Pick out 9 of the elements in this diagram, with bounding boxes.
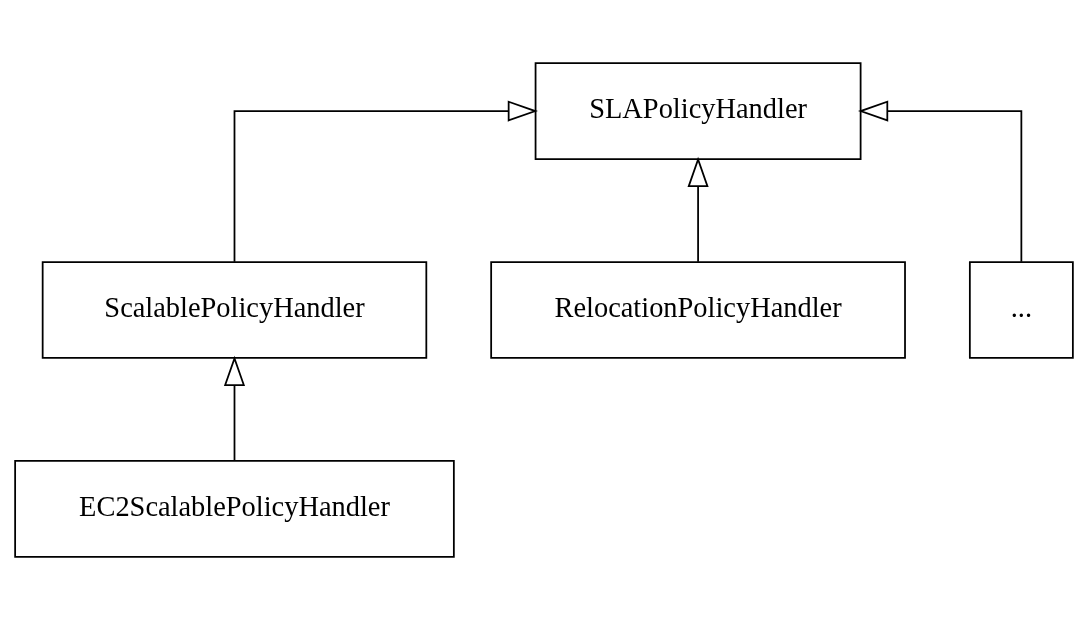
- arrow: [687, 156, 709, 263]
- node-box: ScalablePolicyHandler: [41, 261, 428, 359]
- node-box: RelocationPolicyHandler: [490, 261, 906, 359]
- arrow: [233, 100, 538, 263]
- arrow: [857, 100, 1023, 263]
- arrow: [223, 355, 246, 462]
- node-box: ...: [968, 261, 1074, 359]
- node-box: SLAPolicyHandler: [534, 62, 862, 160]
- node-box: EC2ScalablePolicyHandler: [14, 460, 455, 558]
